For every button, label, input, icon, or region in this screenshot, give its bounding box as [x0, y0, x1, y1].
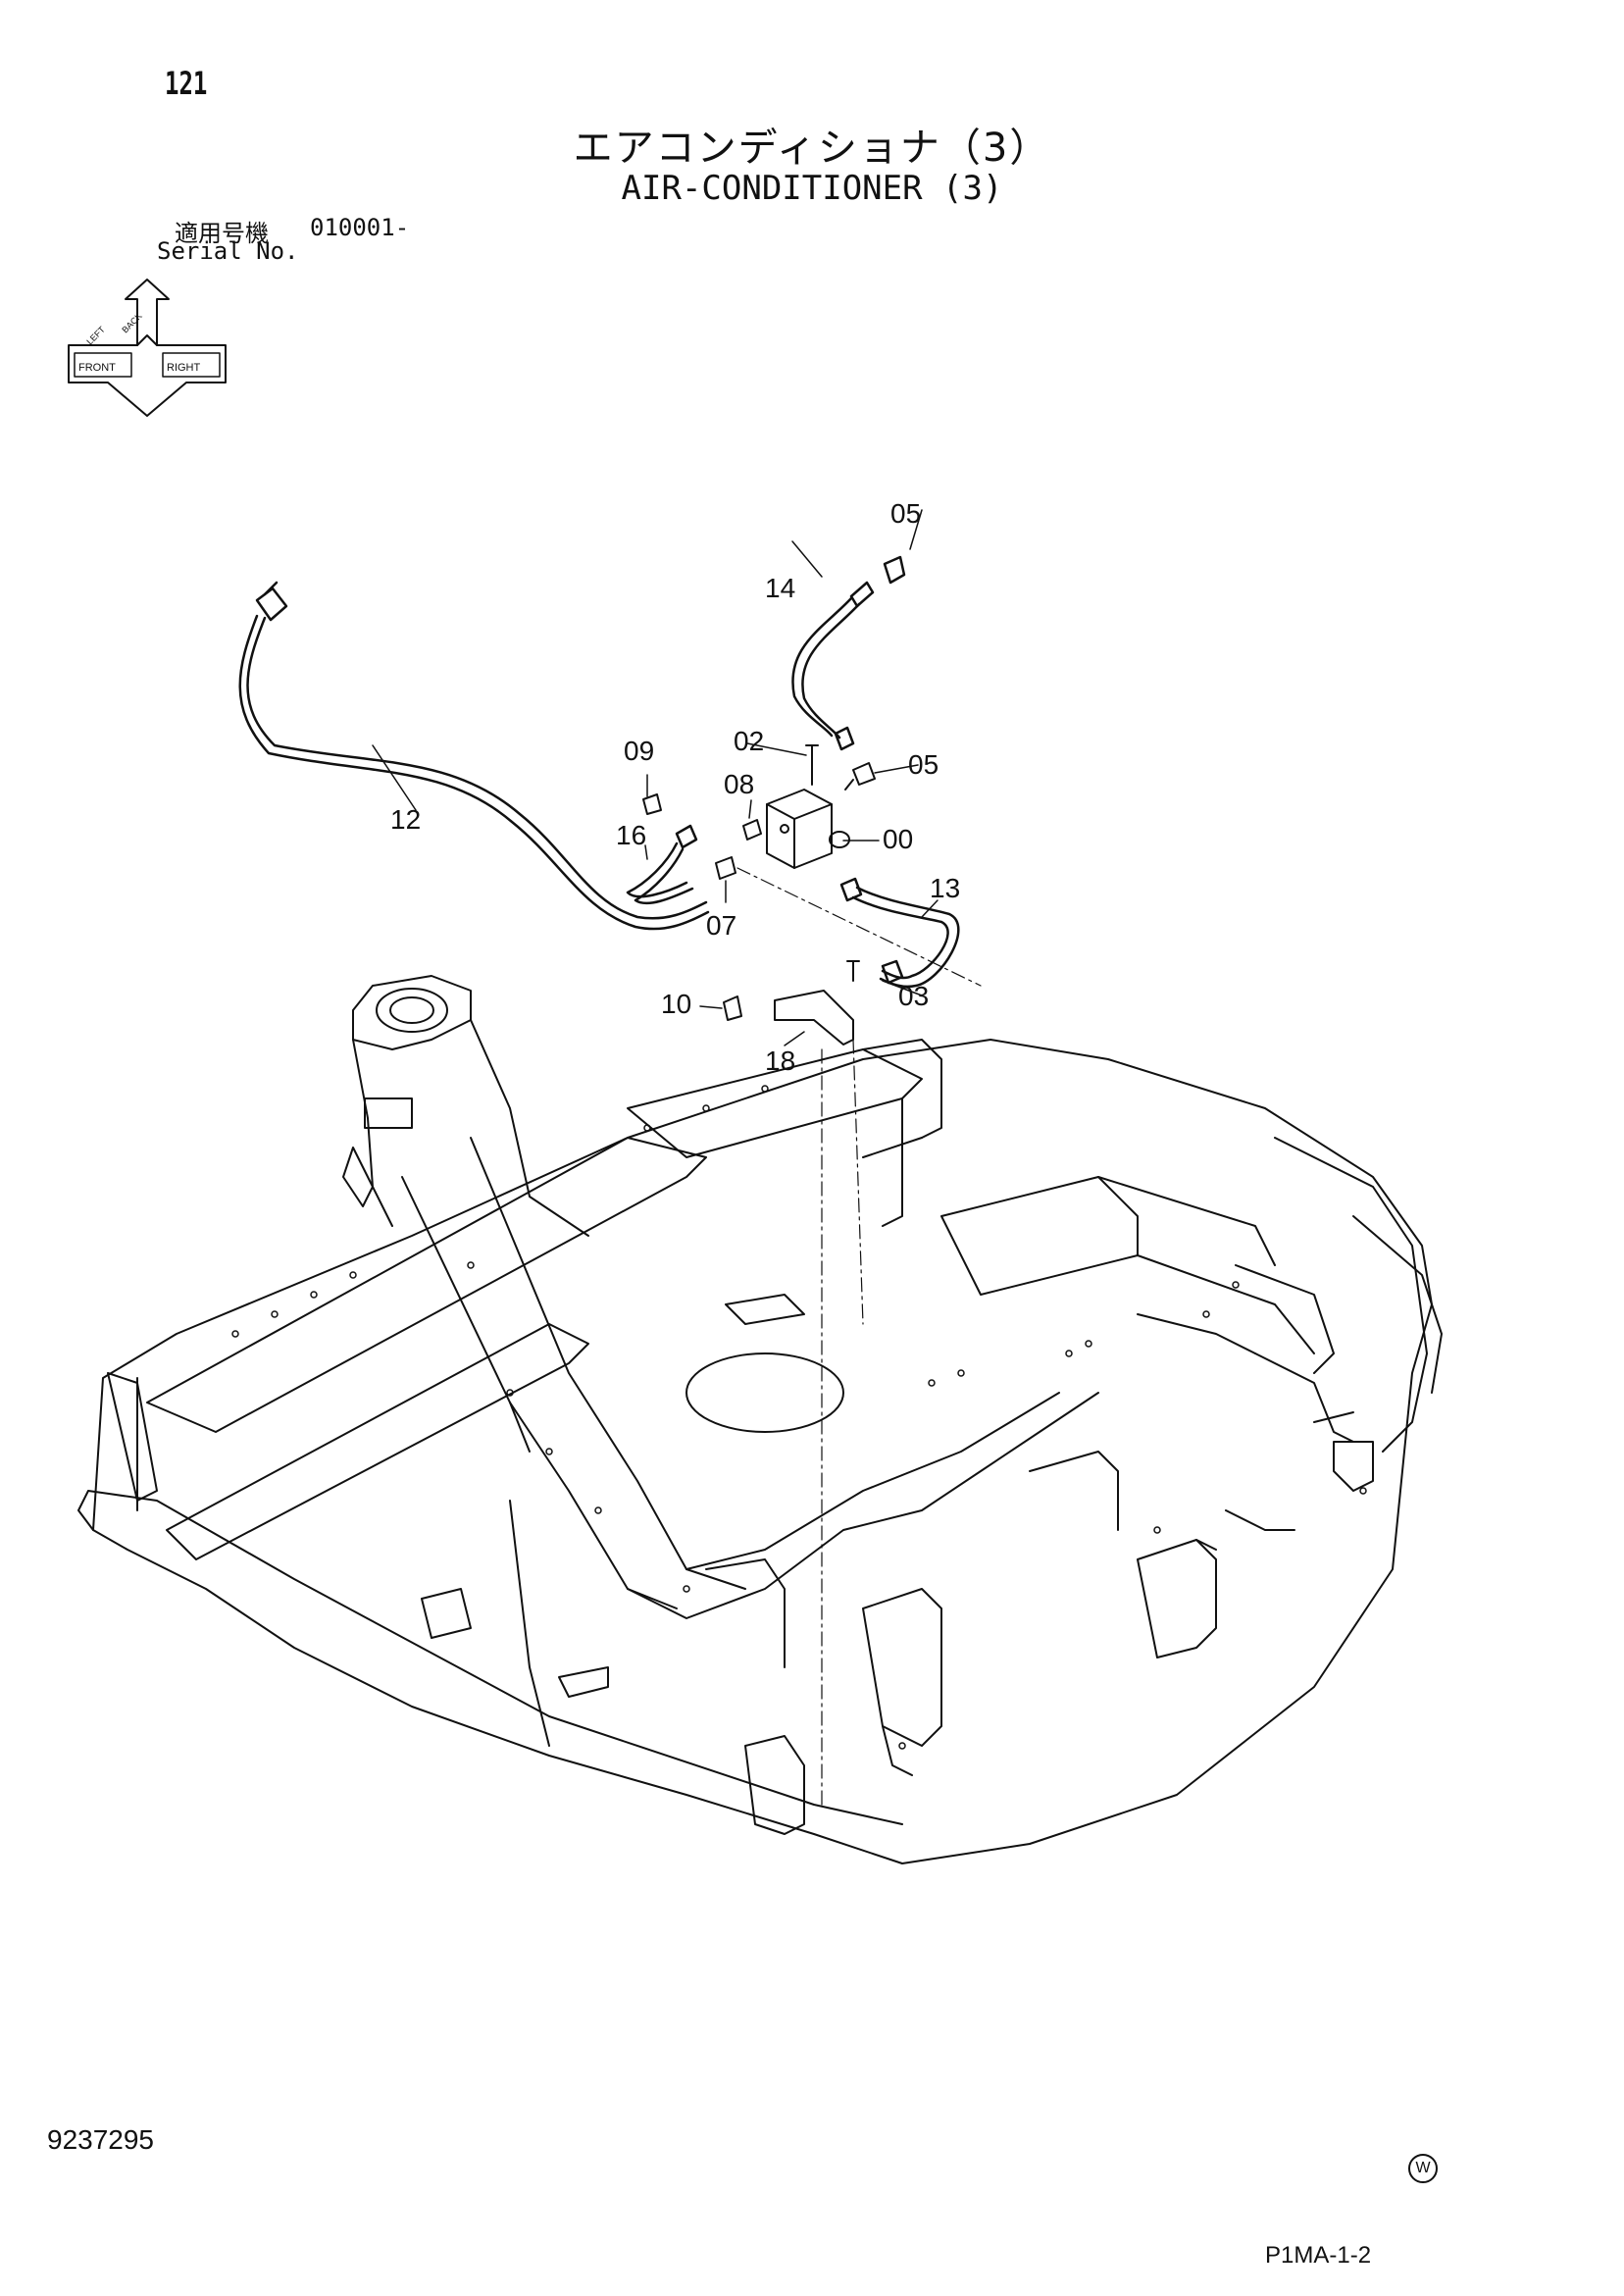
callout-16: 16 [616, 820, 647, 850]
callout-12: 12 [390, 804, 422, 835]
orientation-label-front: FRONT [78, 362, 116, 374]
bolt-02 [805, 744, 819, 786]
callout-02: 02 [734, 726, 765, 756]
sheet-code: P1MA-1-2 [1265, 2242, 1372, 2269]
orientation-label-right: RIGHT [167, 362, 201, 374]
leader-lines [372, 509, 939, 1046]
corner-mark: W [1408, 2154, 1438, 2183]
callout-07: 07 [706, 910, 737, 941]
bracket-18 [774, 990, 854, 1046]
clamp-10 [723, 995, 742, 1021]
callout-05-upper: 05 [890, 498, 922, 529]
callout-14: 14 [765, 573, 796, 603]
orientation-label-back: BACK [120, 311, 143, 334]
callout-09: 09 [624, 736, 655, 766]
orientation-label-left: LEFT [84, 324, 107, 346]
document-number: 9237295 [47, 2124, 155, 2155]
callout-10: 10 [661, 989, 692, 1019]
hose-13 [839, 877, 960, 989]
hose-16 [626, 824, 698, 905]
callout-18: 18 [765, 1046, 796, 1076]
callout-13: 13 [930, 873, 961, 903]
upper-frame [77, 975, 1443, 1864]
assembly-lines [736, 867, 982, 1806]
page-title-en: AIR-CONDITIONER (3) [621, 169, 1003, 208]
orientation-icon: FRONT RIGHT BACK LEFT [68, 279, 227, 417]
hose-12 [238, 581, 710, 931]
fitting-09 [642, 793, 662, 815]
page-number: 121 [165, 65, 208, 102]
callout-00: 00 [883, 824, 914, 854]
serial-value: 010001- [310, 214, 410, 241]
serial-label-en: Serial No. [157, 237, 299, 265]
page-title-jp: エアコンディショナ（3） [573, 126, 1051, 171]
callout-03: 03 [898, 981, 930, 1011]
union-05-lower [844, 762, 876, 791]
fitting-08 [742, 819, 762, 841]
hose-14 [791, 555, 906, 751]
serial-label-jp: 適用号機 [175, 220, 269, 247]
callout-08: 08 [724, 769, 755, 799]
callout-05-lower: 05 [908, 749, 939, 780]
fitting-07 [715, 856, 736, 880]
valve-00 [766, 789, 850, 869]
bolt-03 [846, 960, 860, 982]
